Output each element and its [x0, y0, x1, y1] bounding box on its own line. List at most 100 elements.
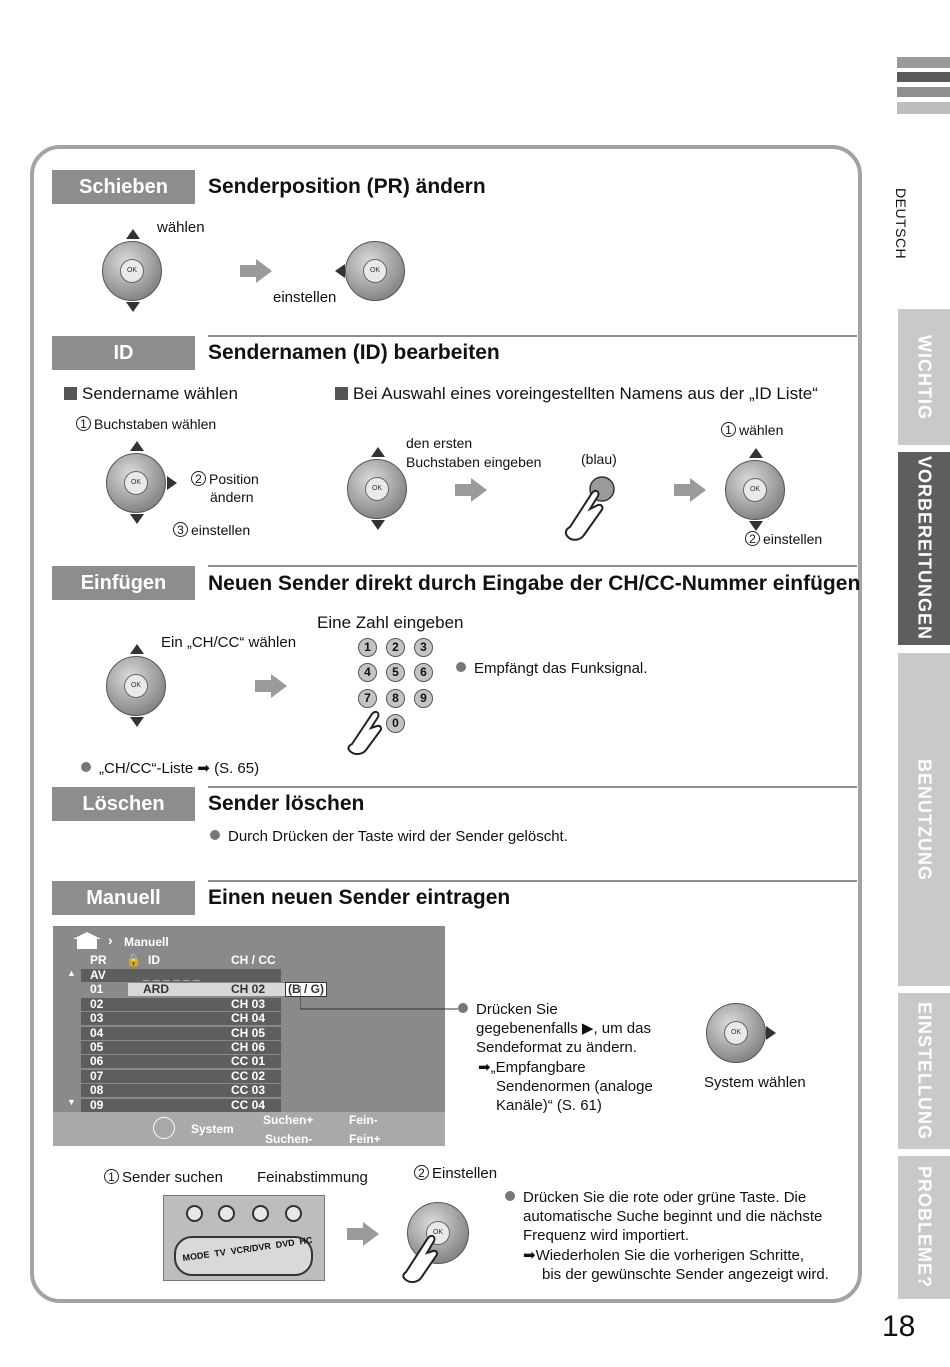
note-press-c: Sendeformat zu ändern. — [476, 1038, 637, 1057]
tab-label: WICHTIG — [898, 309, 950, 445]
tab-label: VORBEREITUNGEN — [898, 452, 950, 645]
hand-press-icon — [562, 475, 618, 543]
hand-press-icon — [346, 704, 390, 756]
remote-yellow-button — [252, 1205, 269, 1222]
menu-row-ch: CC 03 — [231, 1084, 265, 1097]
tab-label: BENUTZUNG — [898, 653, 950, 986]
dpad-small-icon — [153, 1117, 175, 1139]
menu-col-chcc: CH / CC — [231, 953, 276, 967]
divider — [208, 786, 857, 788]
numpad-key-4: 4 — [358, 663, 377, 682]
page-number: 18 — [882, 1310, 915, 1344]
menu-fein-minus: Fein- — [349, 1113, 378, 1127]
hint-system-waehlen: System wählen — [704, 1073, 806, 1092]
menu-row-id: ARD — [143, 983, 169, 996]
menu-title: Manuell — [124, 935, 169, 949]
note-repeat-b: bis der gewünschte Sender angezeigt wird… — [542, 1265, 829, 1284]
menu-suchen-plus: Suchen+ — [263, 1113, 313, 1127]
remote-control-icon: MODE TV VCR/DVR DVD HC — [163, 1195, 325, 1281]
tv-menu-screen: › Manuell PR 🔒 ID CH / CC ▲ ▼ AV_ _ _ _ … — [53, 926, 445, 1146]
hint-ch-cc-waehlen: Ein „CH/CC“ wählen — [161, 633, 296, 652]
numpad-key-9: 9 — [414, 689, 433, 708]
menu-row-pr: 09 — [90, 1099, 103, 1112]
tab-wichtig[interactable]: WICHTIG — [898, 309, 950, 445]
menu-row-ch: CH 03 — [231, 998, 265, 1011]
remote-blue-button — [285, 1205, 302, 1222]
step-position-aendern-2: ändern — [210, 488, 254, 507]
up-arrow-icon — [130, 441, 144, 451]
scroll-up-icon[interactable]: ▲ — [67, 968, 76, 978]
up-arrow-icon — [130, 644, 144, 654]
hint-waehlen: wählen — [157, 218, 205, 237]
ok-button-icon: OK — [124, 674, 148, 698]
menu-col-pr: PR — [90, 953, 107, 967]
section-title-manuell: Einen neuen Sender eintragen — [208, 886, 510, 910]
menu-home-icon — [71, 931, 103, 951]
note-press-a: Drücken Sie — [458, 1000, 558, 1019]
note-repeat-a: ➡Wiederholen Sie die vorherigen Schritte… — [523, 1246, 804, 1265]
menu-bottom-bar: System Suchen+ Suchen- Fein- Fein+ — [53, 1112, 445, 1146]
hint-ersten-buchstaben-2: Buchstaben eingeben — [406, 453, 541, 472]
up-arrow-icon — [749, 448, 763, 458]
note-ref-c: Kanäle)“ (S. 61) — [496, 1096, 602, 1115]
left-arrow-icon — [335, 264, 345, 278]
menu-row-ch: CH 04 — [231, 1012, 265, 1025]
note-auto-c: Frequenz wird importiert. — [523, 1226, 689, 1245]
dpad-icon: OK — [106, 453, 166, 513]
decor-stripe — [897, 57, 950, 68]
menu-row-pr: 05 — [90, 1041, 103, 1054]
section-label-id: ID — [52, 336, 195, 370]
menu-suchen-minus: Suchen- — [265, 1132, 312, 1146]
up-arrow-icon — [126, 229, 140, 239]
menu-row-ch: CC 01 — [231, 1055, 265, 1068]
note-ref-b: Sendenormen (analoge — [496, 1077, 653, 1096]
menu-row-pr: 08 — [90, 1084, 103, 1097]
menu-row-ch: CC 04 — [231, 1099, 265, 1112]
hint-ersten-buchstaben: den ersten — [406, 434, 472, 453]
numpad-key-6: 6 — [414, 663, 433, 682]
lock-icon: 🔒 — [126, 953, 141, 967]
next-arrow-icon — [455, 478, 487, 502]
dpad-icon: OK — [706, 1003, 766, 1063]
section-label-einfuegen: Einfügen — [52, 566, 195, 600]
tab-benutzung[interactable]: BENUTZUNG — [898, 653, 950, 986]
menu-row-ch: CC 02 — [231, 1070, 265, 1083]
note-ref-a: ➡„Empfangbare — [478, 1058, 586, 1077]
note-ch-cc-liste: „CH/CC“-Liste ➡ (S. 65) — [81, 759, 259, 778]
divider — [208, 880, 857, 882]
menu-breadcrumb-chevron: › — [108, 932, 113, 948]
ok-button-icon: OK — [363, 259, 387, 283]
menu-col-id: ID — [148, 953, 160, 967]
tab-probleme[interactable]: PROBLEME? — [898, 1156, 950, 1299]
subheading-id-liste: Bei Auswahl eines voreingestellten Namen… — [335, 384, 818, 403]
step-position-aendern: 2Position — [191, 470, 259, 489]
dpad-icon: OK — [345, 241, 405, 301]
ok-button-icon: OK — [365, 477, 389, 501]
note-auto-a: Drücken Sie die rote oder grüne Taste. D… — [505, 1188, 806, 1207]
menu-row-pr: 06 — [90, 1055, 103, 1068]
scroll-down-icon[interactable]: ▼ — [67, 1097, 76, 1107]
step-sender-suchen: 1Sender suchen — [104, 1168, 223, 1187]
menu-row-pr: AV — [90, 969, 106, 982]
down-arrow-icon — [126, 302, 140, 312]
section-label-schieben: Schieben — [52, 170, 195, 204]
next-arrow-icon — [255, 674, 287, 698]
hint-einstellen: einstellen — [273, 288, 336, 307]
tab-vorbereitungen[interactable]: VORBEREITUNGEN — [898, 452, 950, 645]
decor-stripe — [897, 72, 950, 82]
step-waehlen-right: 1wählen — [721, 421, 783, 440]
right-arrow-icon — [167, 476, 177, 490]
callout-line — [300, 985, 460, 1015]
note-auto-b: automatische Suche beginnt und die nächs… — [523, 1207, 822, 1226]
language-label: DEUTSCH — [893, 188, 909, 259]
tab-einstellung[interactable]: EINSTELLUNG — [898, 993, 950, 1149]
tab-label: EINSTELLUNG — [898, 993, 950, 1149]
menu-row-ch: CH 06 — [231, 1041, 265, 1054]
section-title-schieben: Senderposition (PR) ändern — [208, 175, 486, 199]
ok-button-icon: OK — [743, 478, 767, 502]
remote-green-button — [218, 1205, 235, 1222]
note-press-b: gegebenenfalls ▶, um das — [476, 1019, 651, 1038]
down-arrow-icon — [130, 514, 144, 524]
